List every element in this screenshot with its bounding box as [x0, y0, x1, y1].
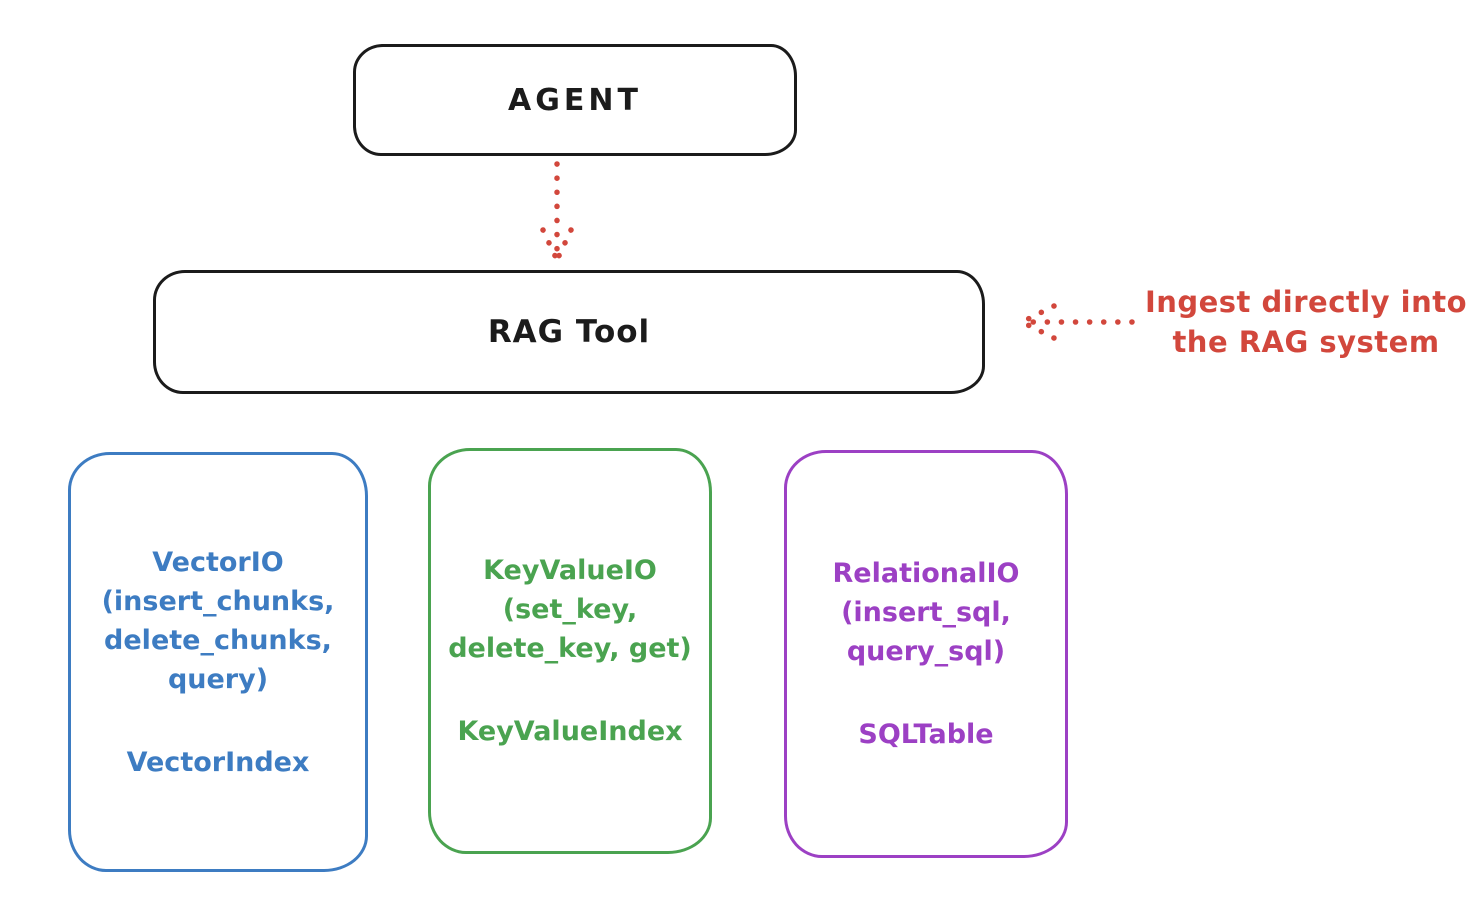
vector-io-index-label: VectorIndex: [126, 746, 310, 778]
ingest-annotation-label: Ingest directly into the RAG system: [1144, 285, 1468, 359]
vector-io-api-label: VectorIO (insert_chunks, delete_chunks, …: [101, 546, 335, 695]
vector-io-node: VectorIO (insert_chunks, delete_chunks, …: [68, 452, 368, 872]
agent-label: AGENT: [508, 82, 642, 118]
annotation-to-rag-arrow-icon: [1019, 303, 1135, 341]
relational-io-index-label: SQLTable: [858, 719, 994, 750]
relational-io-api-label: RelationalIO (insert_sql, query_sql): [832, 558, 1020, 667]
agent-node: AGENT: [353, 44, 797, 156]
rag-tool-node: RAG Tool: [153, 270, 985, 394]
keyvalue-io-api-label: KeyValueIO (set_key, delete_key, get): [448, 555, 692, 664]
relational-io-node: RelationalIO (insert_sql, query_sql) SQL…: [784, 450, 1068, 858]
rag-tool-label: RAG Tool: [487, 314, 651, 350]
keyvalue-io-node: KeyValueIO (set_key, delete_key, get) Ke…: [428, 448, 712, 854]
keyvalue-io-index-label: KeyValueIndex: [457, 716, 683, 747]
agent-to-rag-arrow-icon: [540, 161, 574, 263]
